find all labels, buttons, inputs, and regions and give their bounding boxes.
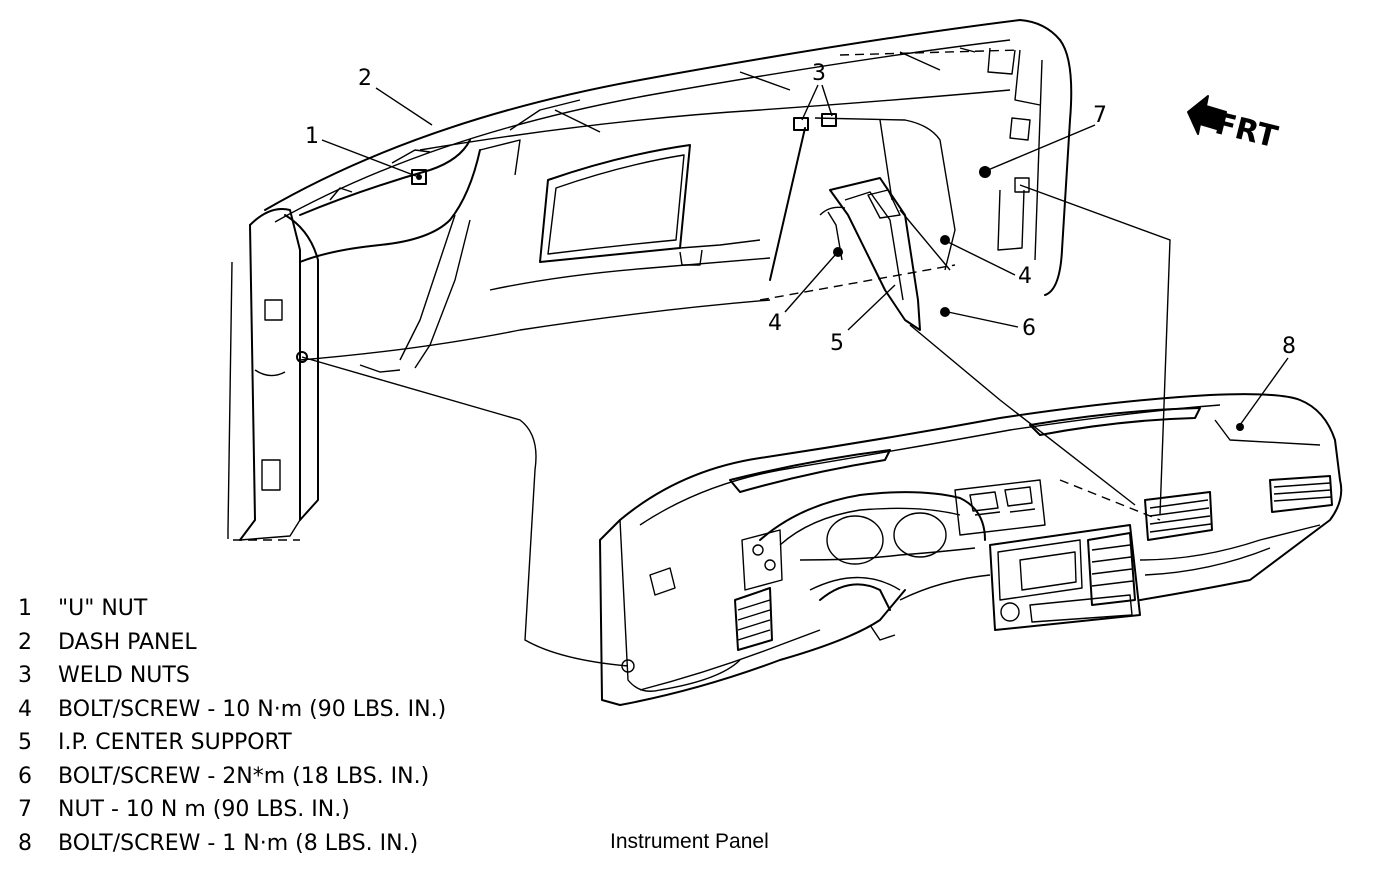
legend-item: 2 DASH PANEL [18, 626, 446, 660]
fastener-left-pillar [296, 351, 308, 363]
legend-number: 3 [18, 663, 32, 688]
legend-text: DASH PANEL [58, 629, 197, 655]
callout-4-right: 4 [947, 241, 1032, 289]
legend-text: NUT - 10 N m (90 LBS. IN.) [58, 797, 350, 822]
fastener-u-nut [411, 169, 427, 185]
fastener-weld-nuts [793, 113, 837, 131]
legend-number: 7 [18, 797, 32, 822]
callout-label: 1 [305, 124, 319, 149]
ip-center-support [819, 177, 921, 331]
figure-caption: Instrument Panel [610, 830, 769, 853]
instrument-panel [599, 393, 1343, 706]
legend-text: I.P. CENTER SUPPORT [58, 730, 292, 755]
direction-label: FRT [1212, 106, 1282, 155]
legend-text: "U" NUT [58, 596, 148, 621]
alignment-lines [301, 184, 1171, 667]
callout-label: 2 [358, 66, 372, 91]
callout-label: 3 [812, 61, 826, 86]
fastener-bolt-6 [940, 307, 950, 317]
callout-2: 2 [358, 66, 433, 126]
legend-text: WELD NUTS [58, 663, 190, 688]
legend-item: 1 "U" NUT [18, 592, 446, 626]
legend-item: 5 I.P. CENTER SUPPORT [18, 726, 446, 760]
callout-label: 4 [768, 311, 782, 336]
callout-8: 8 [1236, 334, 1296, 431]
arrow-icon [1187, 95, 1227, 135]
legend-text: BOLT/SCREW - 1 N·m (8 LBS. IN.) [58, 830, 419, 856]
callout-1: 1 [305, 124, 417, 177]
legend-text: BOLT/SCREW - 10 N·m (90 LBS. IN.) [58, 696, 447, 722]
front-direction-indicator: FRT [1187, 95, 1282, 156]
legend-number: 5 [18, 730, 32, 755]
callout-label: 8 [1282, 334, 1296, 359]
callout-4-left: 4 [768, 253, 837, 336]
legend-item: 4 BOLT/SCREW - 10 N·m (90 LBS. IN.) [18, 693, 446, 727]
callout-label: 5 [830, 331, 844, 356]
legend-number: 1 [18, 596, 32, 621]
legend-item: 6 BOLT/SCREW - 2N*m (18 LBS. IN.) [18, 760, 446, 794]
legend-item: 7 NUT - 10 N m (90 LBS. IN.) [18, 793, 446, 827]
legend-item: 8 BOLT/SCREW - 1 N·m (8 LBS. IN.) [18, 827, 446, 861]
legend-number: 6 [18, 763, 32, 789]
dash-panel [227, 19, 1073, 541]
callout-5: 5 [830, 284, 896, 356]
callout-7: 7 [987, 103, 1107, 171]
fastener-bolt-4-right [940, 235, 950, 245]
callout-label: 7 [1093, 103, 1107, 128]
legend-item: 3 WELD NUTS [18, 659, 446, 693]
callout-3: 3 [801, 61, 833, 121]
legend-text: BOLT/SCREW - 2N*m (18 LBS. IN.) [58, 763, 430, 789]
callout-label: 4 [1018, 264, 1032, 289]
legend-number: 2 [18, 629, 32, 655]
legend-number: 4 [18, 696, 32, 722]
callout-6: 6 [947, 311, 1036, 341]
callout-label: 6 [1022, 316, 1036, 341]
fastener-nut-7 [979, 166, 1030, 193]
legend-number: 8 [18, 830, 32, 856]
